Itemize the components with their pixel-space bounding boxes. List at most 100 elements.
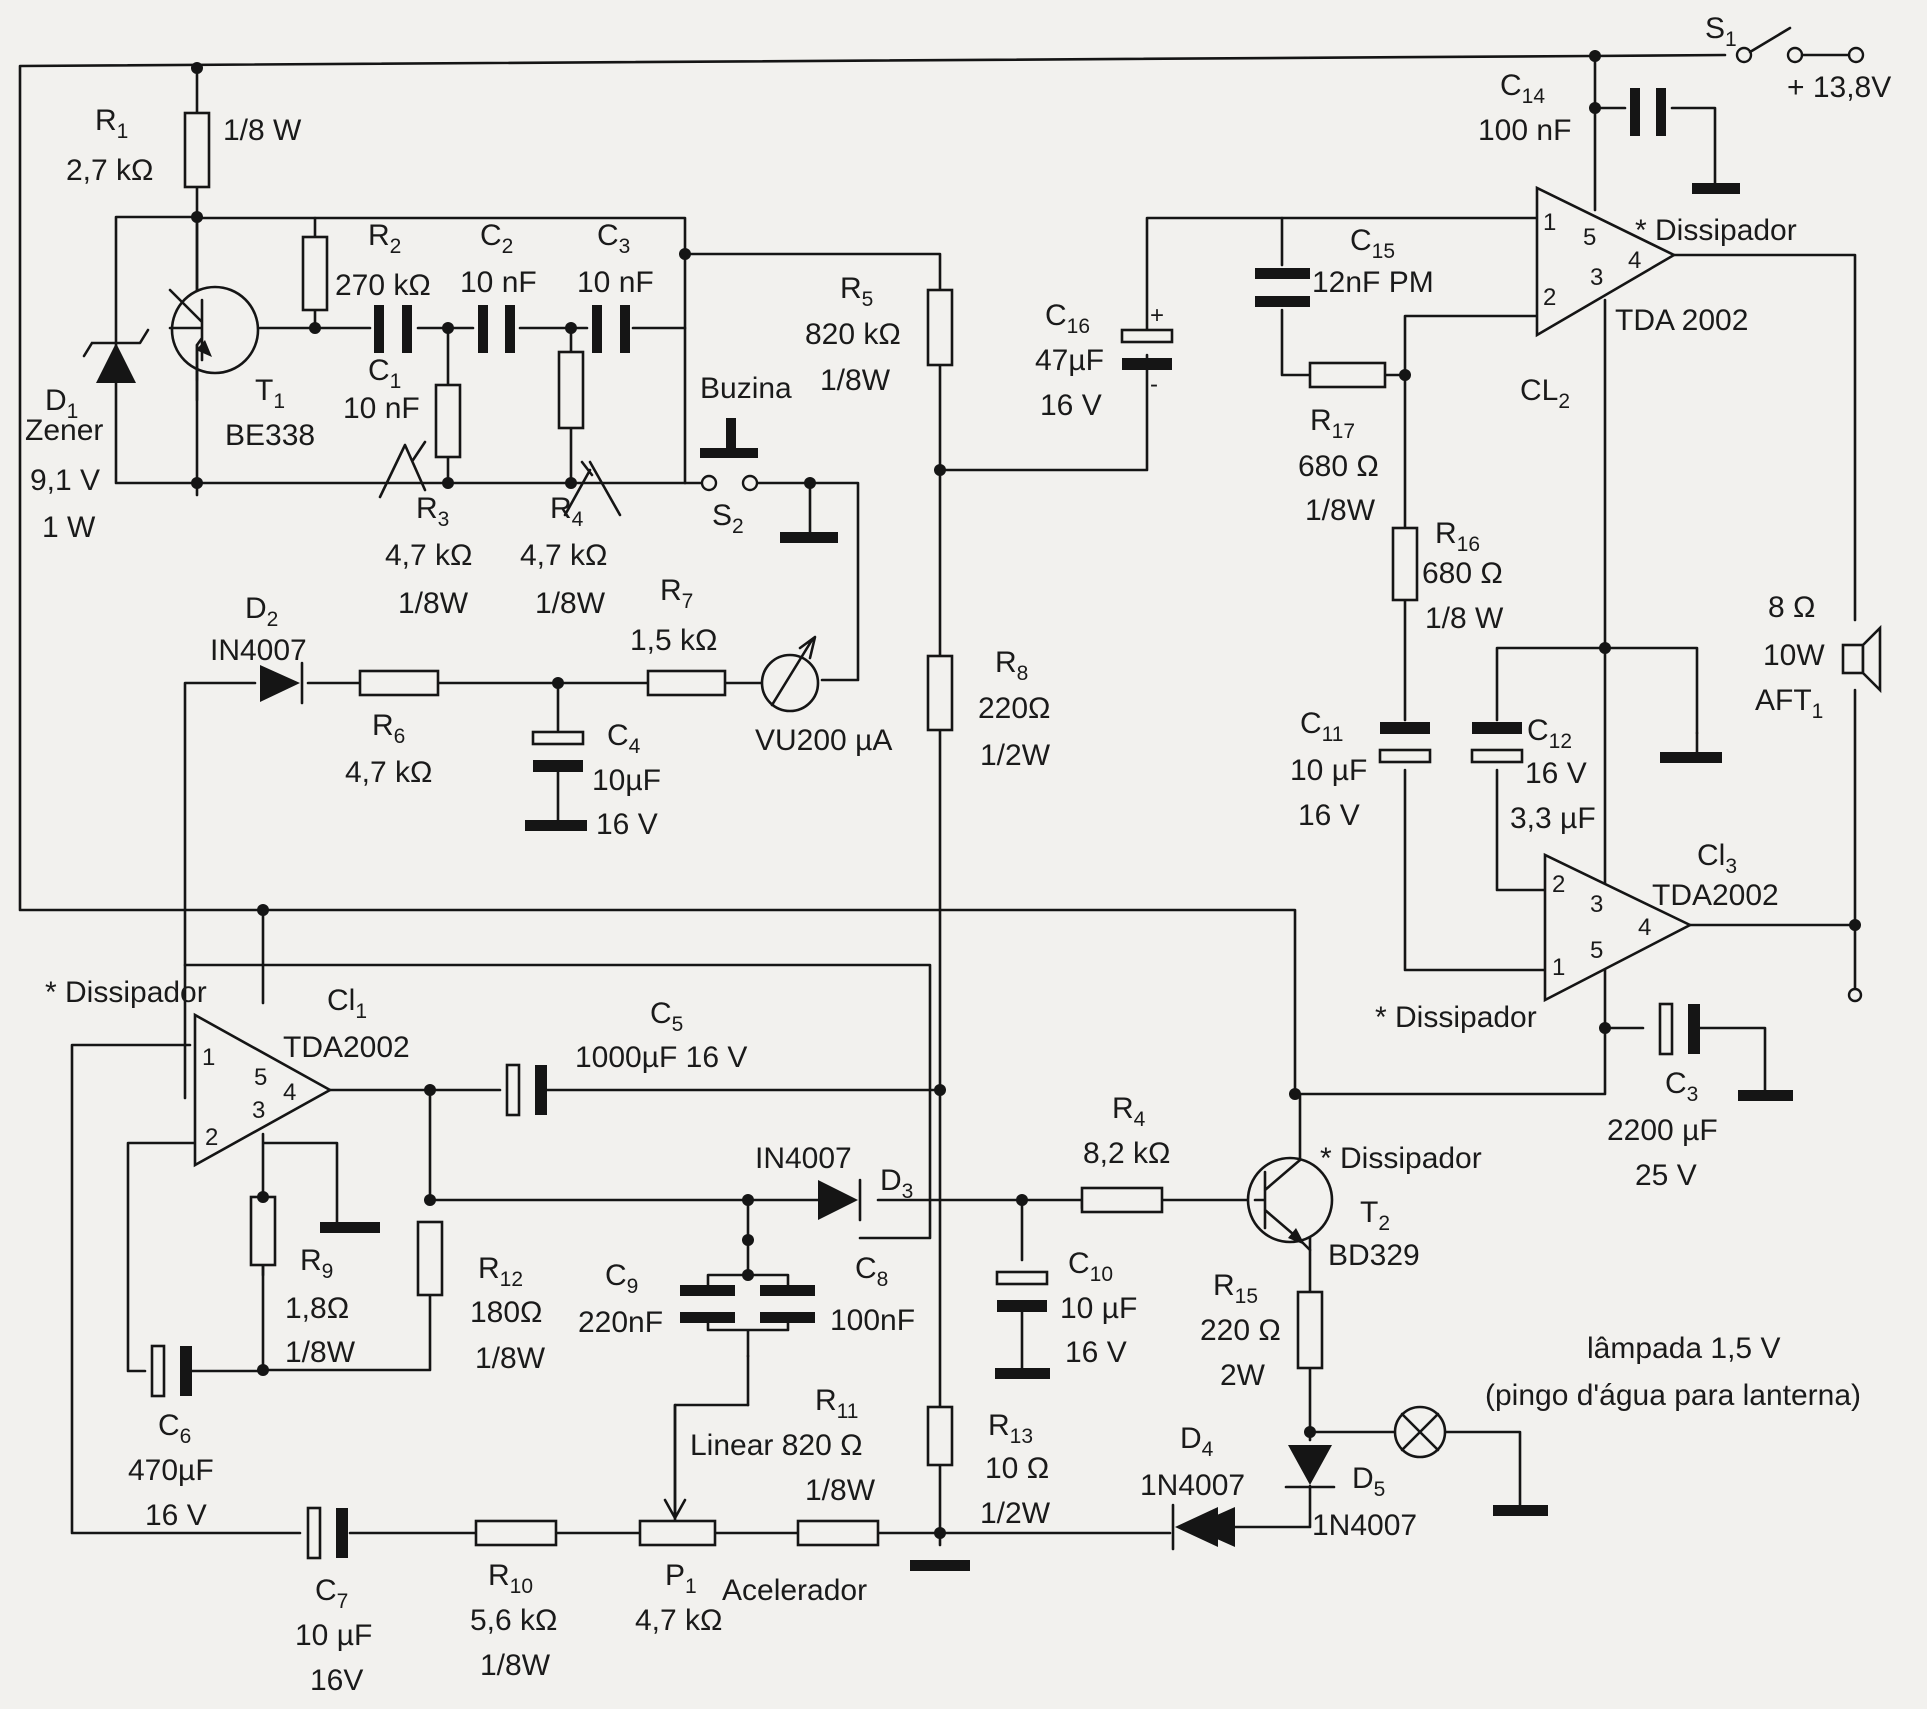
r10-resistor: [474, 1519, 558, 1547]
r4b-name: R: [1112, 1092, 1134, 1125]
svg-text:D2: D2: [245, 592, 278, 631]
d3-name: D: [880, 1164, 902, 1197]
ci1-pin-3: 3: [252, 1097, 265, 1124]
horn-label: Buzina: [700, 372, 792, 405]
c1-capacitor: [374, 305, 412, 353]
c12-voltage: 16 V: [1525, 757, 1587, 790]
r10-name: R: [488, 1559, 510, 1592]
svg-text:R12: R12: [478, 1252, 523, 1291]
svg-text:T1: T1: [255, 374, 285, 413]
ground-symbol: [780, 532, 838, 543]
c10-capacitor: [995, 1270, 1049, 1312]
ci1-pin-1: 1: [202, 1044, 215, 1071]
r6-value: 4,7 kΩ: [345, 756, 432, 789]
svg-text:C14: C14: [1500, 69, 1545, 108]
c6-value: 470µF: [128, 1454, 214, 1487]
svg-text:R3: R3: [416, 492, 449, 531]
r4-trimmer-arrow: [563, 460, 622, 517]
d4-part: 1N4007: [1140, 1469, 1245, 1502]
svg-text:R13: R13: [988, 1409, 1033, 1448]
ci3-amplifier: [1543, 852, 1693, 1003]
d1-voltage: 9,1 V: [30, 464, 100, 497]
c9-value: 220nF: [578, 1306, 663, 1339]
c8-name: C: [855, 1252, 877, 1285]
c14-name: C: [1500, 69, 1522, 102]
svg-text:C5: C5: [650, 997, 683, 1036]
d5-name: D: [1352, 1462, 1374, 1495]
c8-sub: 8: [877, 1268, 889, 1291]
r5-power: 1/8W: [820, 364, 891, 397]
s1-name: S: [1705, 12, 1725, 45]
d2-part: IN4007: [210, 634, 307, 667]
d4-name: D: [1180, 1422, 1202, 1455]
svg-text:C7: C7: [315, 1574, 348, 1613]
c11-value: 10 µF: [1290, 754, 1367, 787]
c6-name: C: [158, 1409, 180, 1442]
c12-value: 3,3 µF: [1510, 802, 1596, 835]
r7-sub: 7: [682, 590, 694, 613]
c14-sub: 14: [1522, 85, 1546, 108]
c11-name: C: [1300, 707, 1322, 740]
r5-name: R: [840, 272, 862, 305]
svg-text:C15: C15: [1350, 224, 1395, 263]
c8-value: 100nF: [830, 1304, 915, 1337]
c12-name: C: [1527, 714, 1549, 747]
r16-value: 680 Ω: [1422, 557, 1503, 590]
r17-sub: 17: [1332, 420, 1355, 443]
ci1-name: Cl: [327, 984, 355, 1017]
svg-text:D3: D3: [880, 1164, 913, 1203]
wires: [18, 53, 1857, 1547]
ci2-pin-5: 5: [1583, 224, 1596, 251]
ci2-part: TDA 2002: [1615, 304, 1748, 337]
c7-capacitor: [306, 1506, 348, 1560]
c9-name: C: [605, 1259, 627, 1292]
svg-text:R11: R11: [815, 1384, 858, 1423]
s2-sub: 2: [732, 515, 744, 538]
d2-name: D: [245, 592, 267, 625]
ci2-sub: 2: [1558, 390, 1570, 413]
ci2-amplifier: [1535, 185, 1677, 338]
speaker-name: AFT: [1755, 684, 1812, 717]
p1-function: Acelerador: [722, 1574, 867, 1607]
svg-text:R4: R4: [550, 492, 584, 531]
ci3-name: Cl: [1697, 839, 1725, 872]
svg-text:AFT1: AFT1: [1755, 684, 1823, 723]
c16-name: C: [1045, 299, 1067, 332]
r2-value: 270 kΩ: [335, 269, 431, 302]
ci3-pin-2: 2: [1552, 871, 1565, 898]
c7-voltage: 16V: [310, 1664, 363, 1697]
ci2-heatsink: * Dissipador: [1635, 214, 1797, 247]
s1-sub: 1: [1725, 28, 1737, 51]
ground-symbol: [1660, 752, 1722, 763]
ci1-sub: 1: [355, 1000, 367, 1023]
ground-symbol: [995, 1368, 1050, 1379]
c6-sub: 6: [180, 1425, 192, 1448]
r12-name: R: [478, 1252, 500, 1285]
r12-sub: 12: [500, 1268, 523, 1291]
ci2-pin-1: 1: [1543, 209, 1556, 236]
c11-sub: 11: [1322, 723, 1344, 746]
r3-power: 1/8W: [398, 587, 469, 620]
ci3-heatsink: * Dissipador: [1375, 1001, 1537, 1034]
r4a-sub: 4: [572, 508, 584, 531]
ground-symbol: [1692, 183, 1740, 194]
lamp-line-2: (pingo d'água para lanterna): [1485, 1379, 1861, 1412]
r4b-value: 8,2 kΩ: [1083, 1137, 1170, 1170]
d3-sub: 3: [902, 1180, 914, 1203]
t2-heatsink: * Dissipador: [1320, 1142, 1482, 1175]
c6-capacitor: [150, 1344, 192, 1398]
d1-type: Zener: [25, 414, 103, 447]
svg-text:C9: C9: [605, 1259, 638, 1298]
ci1-pin-5: 5: [254, 1064, 267, 1091]
ci1-amplifier: [193, 1012, 333, 1168]
r11-resistor: [796, 1519, 880, 1547]
r17-power: 1/8W: [1305, 494, 1376, 527]
svg-text:C11: C11: [1300, 707, 1343, 746]
r3-trimmer-arrow: [378, 440, 427, 499]
r15-value: 220 Ω: [1200, 1314, 1281, 1347]
t1-part: BE338: [225, 419, 315, 452]
c2-sub: 2: [502, 235, 514, 258]
r8-resistor: [926, 654, 954, 732]
c2-value: 10 nF: [460, 266, 537, 299]
r15-name: R: [1213, 1269, 1235, 1302]
